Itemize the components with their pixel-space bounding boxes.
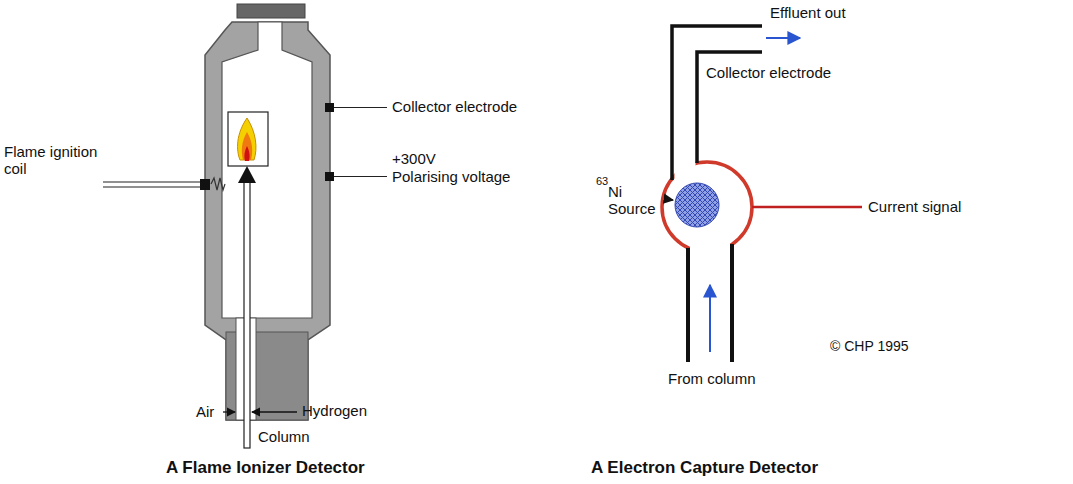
inner-chamber [222,22,312,318]
top-cap [237,4,305,18]
polarising-terminal [325,172,334,181]
source-pointer [666,199,673,200]
ignition-coil [211,178,225,190]
flame-core [244,146,249,161]
ignition-wire [103,186,201,187]
hydrogen-arrow [252,411,297,412]
flame-outer [238,118,256,160]
jet-tip [238,166,256,183]
outlet-gap [675,155,696,181]
copyright-note: © CHP 1995 [830,338,909,354]
part-label: Column [258,428,310,445]
leader-line [334,107,387,108]
ignition-feedthrough [200,179,210,190]
part-label: Hydrogen [302,402,367,419]
leader-line [334,176,387,177]
part-label: Flame ignition coil [4,143,104,178]
isotope-number: 63 [596,175,608,188]
ignition-wire [103,181,201,182]
part-label: From column [668,370,756,387]
part-label: Effluent out [770,4,846,21]
part-label: Collector electrode [706,64,831,81]
part-label: Air [196,403,214,420]
flame-mid [242,132,252,160]
ecd-drawing [662,26,862,362]
inlet-wall [730,244,734,362]
figure-caption: A Flame Ionizer Detector [166,458,365,478]
part-label: Collector electrode [392,98,517,115]
collector-box [228,112,268,166]
effluent-arrow [766,37,800,39]
part-label: Polarising voltage [392,168,510,185]
figure-caption: A Electron Capture Detector [591,458,818,478]
part-label: Ni Source [608,183,663,218]
housing [205,22,330,420]
fid-drawing [103,4,387,448]
part-label: Current signal [868,198,961,215]
ni63-source [675,183,719,227]
inlet-wall [686,248,690,362]
column-tube [244,182,250,448]
signal-wire [752,206,862,209]
part-label: +300V [392,150,436,167]
collector-terminal [325,103,334,112]
inflow-arrow [709,285,711,352]
air-arrow [223,411,235,412]
outlet-wall [672,26,762,180]
inlet-gap [690,238,730,256]
